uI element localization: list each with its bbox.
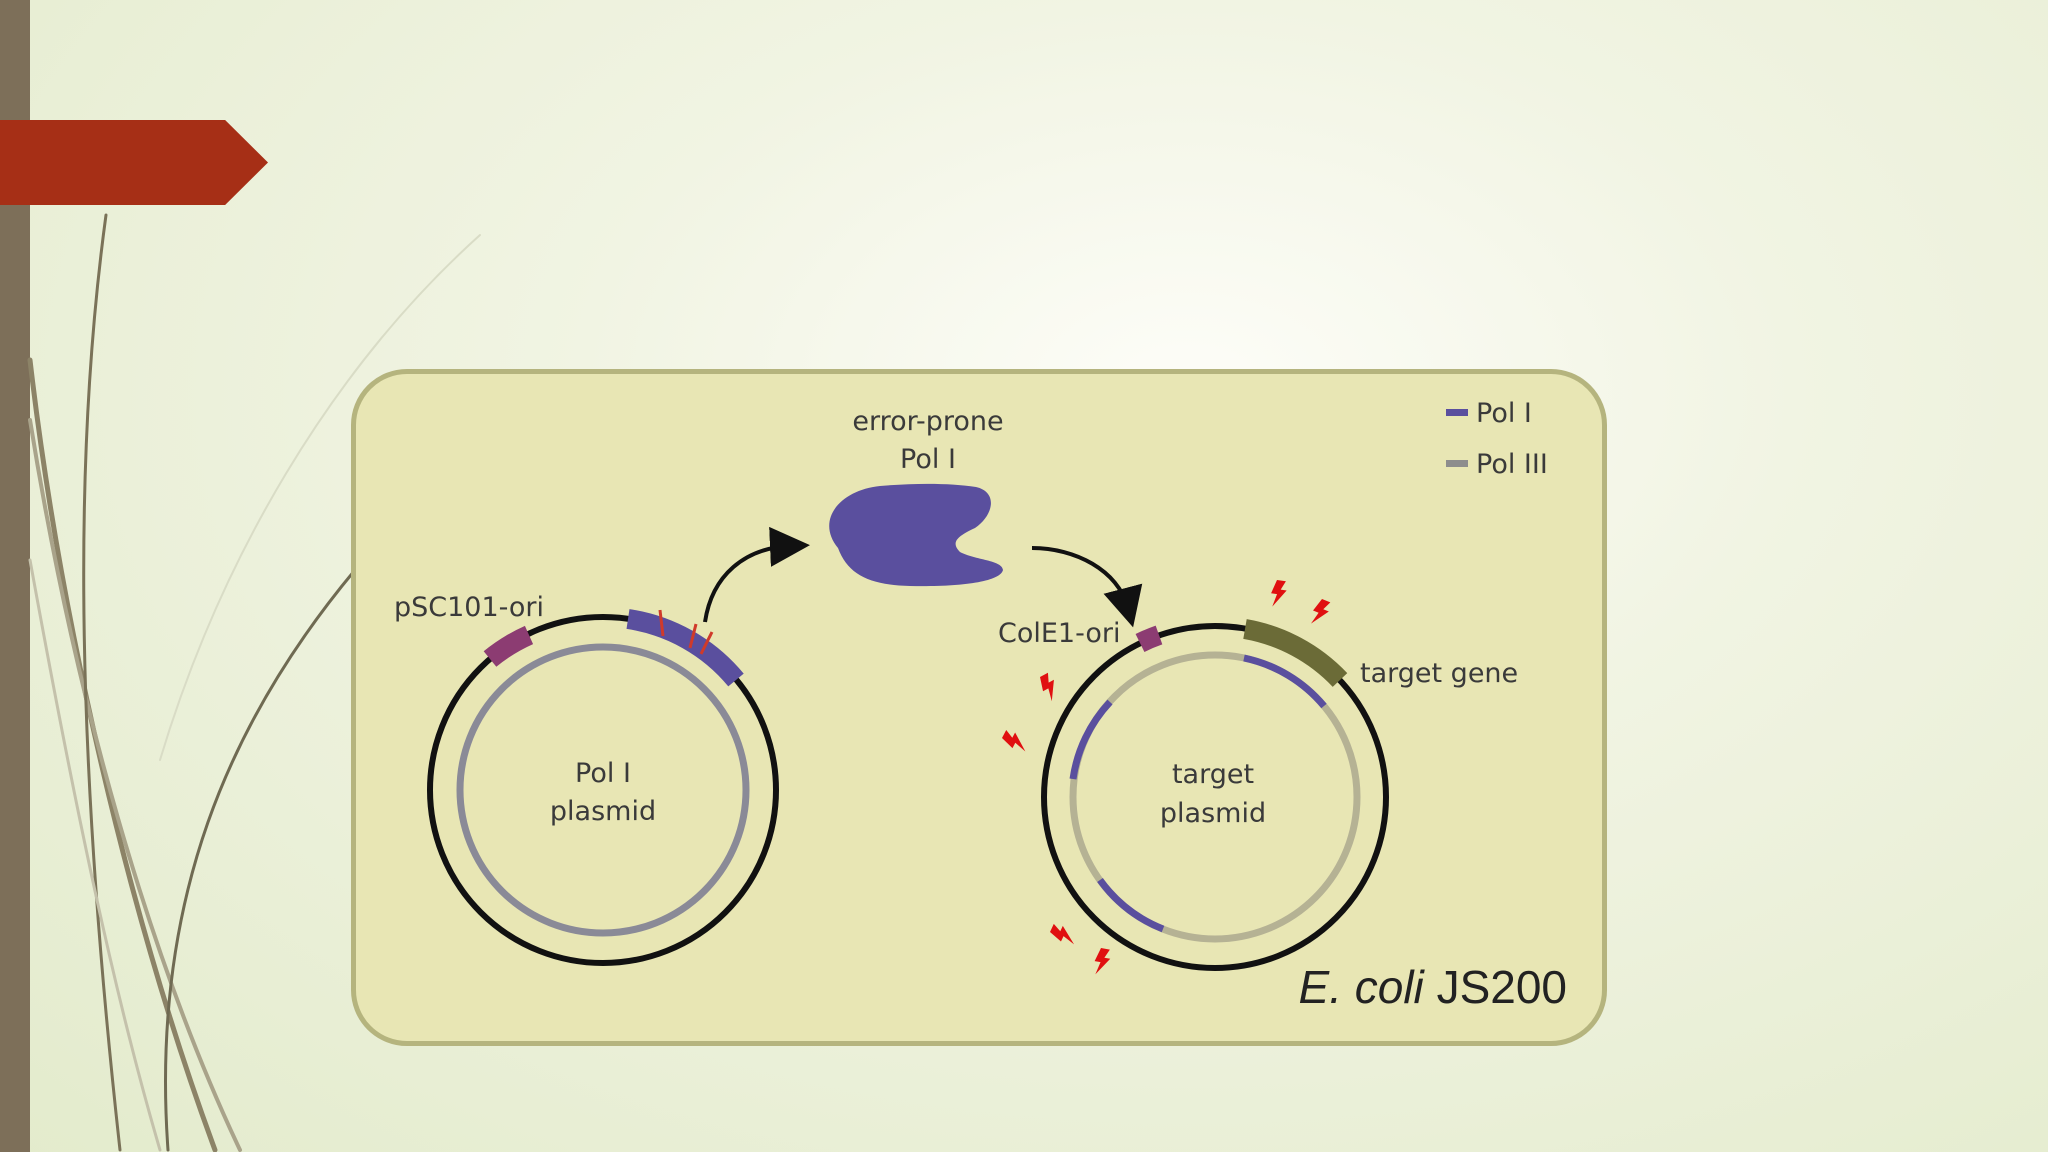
mutation-bolt-icon (1036, 672, 1062, 703)
target-plasmid-name-line2: plasmid (1160, 798, 1266, 829)
pol1-enzyme-shape (829, 484, 1003, 586)
target-pol1-segment (1073, 702, 1110, 779)
host-genus: E. coli (1299, 961, 1426, 1013)
mutation-bolt-icon (1092, 947, 1111, 976)
pol1-plasmid-ori-segment (490, 635, 529, 659)
host-strain: JS200 (1437, 961, 1567, 1013)
target-gene-label: target gene (1360, 658, 1518, 689)
pol1-plasmid-name-line2: plasmid (550, 796, 656, 827)
pol1-plasmid: pSC101-ori Pol I plasmid (394, 592, 776, 963)
target-plasmid-ori-segment (1140, 635, 1159, 643)
mutation-bolt-icon (1000, 728, 1031, 754)
enzyme-label-line1: error-prone (852, 406, 1003, 437)
legend-pol1-swatch (1446, 409, 1468, 416)
target-plasmid: ColE1-ori target gene target plasmid (998, 618, 1518, 968)
target-plasmid-ori-label: ColE1-ori (998, 618, 1120, 649)
legend-pol1-label: Pol I (1476, 398, 1532, 429)
mutation-bolt-icon (1269, 579, 1288, 608)
pol1-plasmid-name-line1: Pol I (575, 758, 631, 789)
expression-arrow (705, 546, 790, 622)
enzyme-label-line2: Pol I (900, 444, 956, 475)
mutation-bolt-icon (1048, 922, 1079, 947)
target-pol1-segment (1100, 880, 1163, 929)
target-plasmid-name-line1: target (1172, 759, 1254, 790)
legend: Pol I Pol III (1446, 398, 1548, 480)
mutation-bolt-icon (1308, 598, 1332, 629)
host-strain-label: E. coli JS200 (1299, 961, 1567, 1013)
target-gene-segment (1245, 629, 1340, 680)
pol1-plasmid-ori-label: pSC101-ori (394, 592, 544, 623)
pol1-plasmid-inner-strand (460, 647, 746, 933)
replication-arrow (1032, 548, 1128, 608)
legend-pol3-swatch (1446, 460, 1468, 467)
legend-pol3-label: Pol III (1476, 449, 1548, 480)
